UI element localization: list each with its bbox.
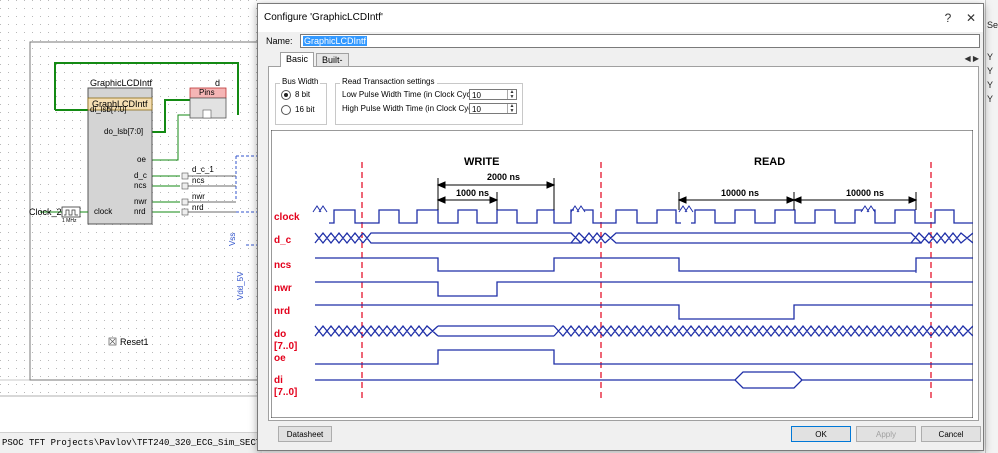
ok-button[interactable]: OK (791, 426, 851, 442)
reset-label: Reset1 (120, 337, 149, 347)
signal-do: do (274, 329, 286, 340)
net-d-c: d_c_1 (192, 165, 214, 174)
dim-2000: 2000 ns (487, 172, 520, 182)
write-title: WRITE (464, 156, 499, 168)
status-bar: PSOC TFT Projects\Pavlov\TFT240_320_ECG_… (0, 432, 262, 453)
signal-do-bus: [7..0] (274, 341, 297, 352)
apply-button[interactable]: Apply (856, 426, 916, 442)
right-strip-label: Y (987, 52, 994, 62)
close-icon[interactable]: ✕ (965, 11, 977, 25)
right-strip-label: Y (987, 80, 994, 90)
read-title: READ (754, 156, 785, 168)
signal-di-bus: [7..0] (274, 387, 297, 398)
name-input[interactable]: GraphicLCDIntf (300, 34, 980, 48)
port-oe: oe (137, 155, 146, 164)
net-nrd: nrd (192, 203, 204, 212)
timing-diagram: WRITE READ 2000 ns 1000 ns 10000 ns 1000… (271, 130, 973, 418)
vss-label: Vss (228, 232, 237, 246)
port-nrd: nrd (134, 207, 146, 216)
low-pulse-label: Low Pulse Width Time (in Clock Cycles): (342, 90, 486, 99)
radio-16bit-label: 16 bit (295, 105, 315, 115)
cancel-button[interactable]: Cancel (921, 426, 981, 442)
port-ncs: ncs (134, 181, 147, 190)
dim-10000-b: 10000 ns (846, 188, 884, 198)
component-instance: GraphLCDIntf (92, 99, 148, 109)
port-di: di_lsb[7:0] (90, 105, 127, 114)
high-pulse-value: 10 (472, 105, 481, 114)
radio-8bit[interactable]: 8 bit (281, 90, 310, 100)
right-strip-label: Y (987, 94, 994, 104)
signal-d-c: d_c (274, 235, 292, 246)
signal-clock: clock (274, 212, 300, 223)
right-strip-label: Y (987, 66, 994, 76)
high-pulse-input[interactable]: 10 ▲▼ (469, 103, 517, 114)
radio-16bit[interactable]: 16 bit (281, 105, 315, 115)
port-d-c: d_c (134, 171, 147, 180)
dialog-title: Configure 'GraphicLCDIntf' (264, 12, 383, 23)
bus-width-group: Bus Width (275, 77, 327, 125)
signal-nwr: nwr (274, 283, 292, 294)
spin-arrows-icon[interactable]: ▲▼ (507, 90, 516, 99)
signal-nrd: nrd (274, 306, 290, 317)
clock-freq: 1 MHz (62, 218, 77, 224)
name-value: GraphicLCDIntf (303, 36, 368, 46)
pins-name: d (215, 78, 221, 88)
high-pulse-label: High Pulse Width Time (in Clock Cycles): (342, 104, 488, 113)
radio-8bit-label: 8 bit (295, 90, 311, 100)
net-ncs: ncs (192, 176, 205, 185)
right-panel-strip: Se Y Y Y Y (985, 0, 998, 453)
tab-scroll-arrows[interactable]: ◀ ▶ (964, 54, 979, 63)
tab-built-in[interactable]: Built-in (316, 53, 349, 78)
port-nwr: nwr (134, 197, 147, 206)
signal-di: di (274, 375, 283, 386)
radio-16bit-dot[interactable] (281, 105, 291, 115)
right-strip-label: Se (987, 20, 998, 30)
name-label: Name: (266, 36, 293, 46)
radio-8bit-dot[interactable] (281, 90, 291, 100)
datasheet-button[interactable]: Datasheet (278, 426, 332, 442)
configure-dialog: Configure 'GraphicLCDIntf' ? ✕ Name: Gra… (257, 3, 984, 451)
dim-10000-a: 10000 ns (721, 188, 759, 198)
signal-ncs: ncs (274, 260, 292, 271)
read-settings-title: Read Transaction settings (340, 77, 437, 86)
clock-name: Clock_2 (29, 207, 62, 217)
spin-arrows-icon[interactable]: ▲▼ (507, 104, 516, 113)
vdd-label: Vdd_5V (236, 271, 245, 300)
tab-basic[interactable]: Basic (280, 52, 315, 67)
bus-width-title: Bus Width (280, 77, 321, 86)
component-title: GraphicLCDIntf (90, 78, 153, 88)
port-do: do_lsb[7:0] (104, 127, 144, 136)
pins-label: Pins (199, 88, 215, 97)
status-path: PSOC TFT Projects\Pavlov\TFT240_320_ECG_… (2, 438, 262, 448)
dialog-titlebar[interactable]: Configure 'GraphicLCDIntf' ? ✕ (258, 4, 983, 32)
signal-oe: oe (274, 353, 286, 364)
low-pulse-value: 10 (472, 91, 481, 100)
port-clock: clock (94, 207, 113, 216)
help-icon[interactable]: ? (944, 11, 952, 25)
low-pulse-input[interactable]: 10 ▲▼ (469, 89, 517, 100)
dim-1000: 1000 ns (456, 188, 489, 198)
net-nwr: nwr (192, 192, 205, 201)
